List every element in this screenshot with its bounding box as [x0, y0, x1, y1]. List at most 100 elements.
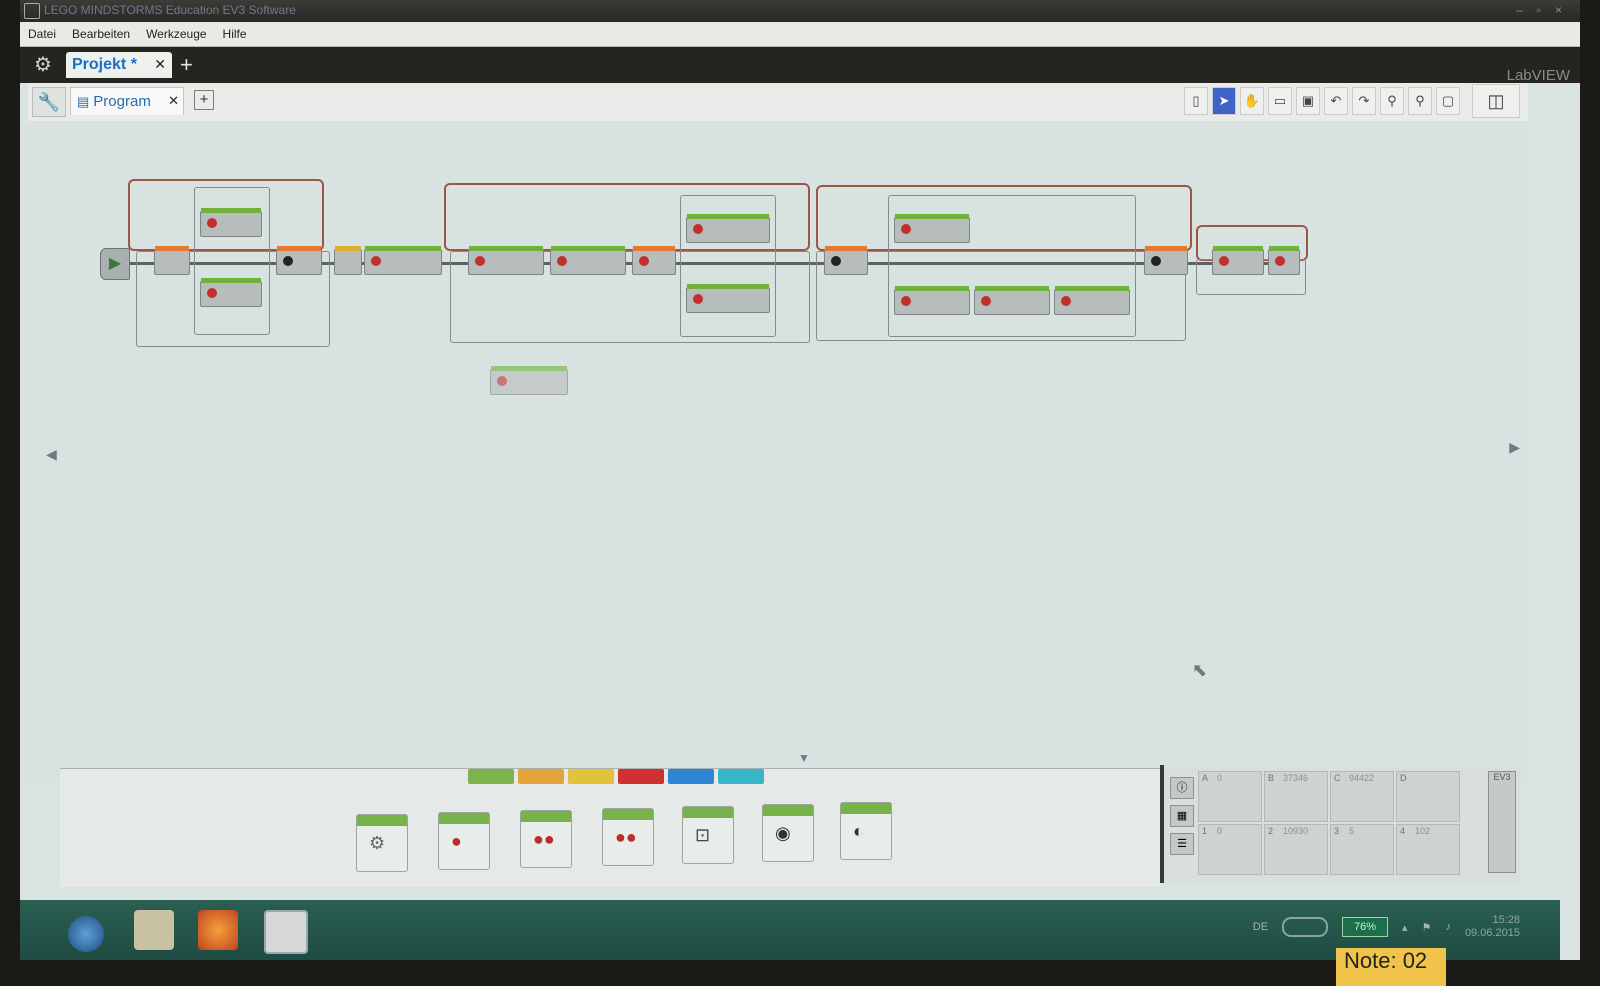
program-block[interactable]: [200, 278, 262, 307]
switch-case-box: [680, 195, 776, 337]
flag-icon[interactable]: ⚑: [1421, 921, 1432, 934]
ev3-brick-controls[interactable]: EV3: [1488, 771, 1516, 873]
menu-bearbeiten[interactable]: Bearbeiten: [72, 27, 131, 41]
program-block[interactable]: [550, 246, 626, 275]
medium-motor-block[interactable]: ⚙: [356, 814, 408, 872]
palette-tab-action[interactable]: [468, 769, 514, 784]
zoom-reset-icon[interactable]: ▢: [1436, 87, 1460, 115]
loop-frame[interactable]: [444, 183, 810, 251]
brick-status-light-block[interactable]: ◐: [840, 802, 892, 860]
program-block[interactable]: [200, 208, 262, 237]
program-block[interactable]: [1268, 246, 1300, 275]
lobby-gear-icon[interactable]: ⚙: [34, 54, 52, 76]
large-motor-block[interactable]: ●: [438, 812, 490, 870]
window-title: LEGO MINDSTORMS Education EV3 Software: [44, 3, 296, 17]
firefox-icon[interactable]: [198, 910, 238, 950]
content-editor-icon[interactable]: ▭: [1268, 87, 1292, 115]
menu-werkzeuge[interactable]: Werkzeuge: [146, 27, 207, 41]
ev3-software-taskbar-icon[interactable]: [264, 910, 308, 954]
program-tab[interactable]: ▤ Program ✕: [70, 87, 184, 115]
program-block[interactable]: [894, 214, 970, 243]
app-icon: [24, 3, 40, 19]
program-block[interactable]: [1212, 246, 1264, 275]
start-block-play-icon[interactable]: ▶: [100, 248, 130, 280]
clock-time: 15:28: [1492, 914, 1520, 926]
volume-icon[interactable]: ♪: [1445, 921, 1451, 933]
program-block[interactable]: [686, 284, 770, 313]
scroll-right-icon[interactable]: ▶: [1509, 439, 1520, 455]
zoom-out-icon[interactable]: ⚲: [1380, 87, 1404, 115]
program-icon: ▤: [77, 93, 90, 109]
program-block[interactable]: [364, 246, 442, 275]
project-tab-label: Projekt *: [72, 56, 137, 73]
window-controls: – ▫ ×: [1516, 3, 1562, 17]
pan-hand-icon[interactable]: ✋: [1240, 87, 1264, 115]
maximize-icon[interactable]: ▫: [1536, 3, 1541, 17]
file-explorer-icon[interactable]: [134, 910, 174, 950]
project-properties-wrench-icon[interactable]: 🔧: [32, 87, 66, 117]
close-icon[interactable]: ×: [1554, 3, 1562, 17]
palette-tab-sensor[interactable]: [568, 769, 614, 784]
program-block[interactable]: [974, 286, 1050, 315]
program-block[interactable]: [154, 246, 190, 275]
programming-canvas[interactable]: ▶: [28, 121, 1528, 781]
program-block[interactable]: [824, 246, 868, 275]
move-tank-block[interactable]: ●●: [602, 808, 654, 866]
note-sticker: Note: 02: [1336, 948, 1446, 986]
hardware-tabs: ⓘ ▦ ☰: [1170, 777, 1194, 855]
save-icon[interactable]: ▣: [1296, 87, 1320, 115]
add-program-button[interactable]: +: [194, 90, 214, 110]
switch-frame[interactable]: [136, 251, 330, 347]
detached-program-block[interactable]: [490, 366, 568, 395]
window-titlebar: LEGO MINDSTORMS Education EV3 Software –…: [20, 0, 1580, 22]
canvas-tools: ▯ ➤ ✋ ▭ ▣ ↶ ↷ ⚲ ⚲ ▢ ◫: [1184, 84, 1520, 118]
loop-frame[interactable]: [816, 185, 1192, 251]
port-view-icon[interactable]: ▦: [1170, 805, 1194, 827]
program-block[interactable]: [632, 246, 676, 275]
redo-icon[interactable]: ↷: [1352, 87, 1376, 115]
add-project-button[interactable]: +: [180, 52, 193, 77]
program-block[interactable]: [334, 246, 362, 275]
select-pointer-icon[interactable]: ➤: [1212, 87, 1236, 115]
comment-icon[interactable]: ▯: [1184, 87, 1208, 115]
content-editor-panel-icon[interactable]: ◫: [1472, 84, 1520, 118]
program-block[interactable]: [686, 214, 770, 243]
sound-block[interactable]: ◉: [762, 804, 814, 862]
clock[interactable]: 15:28 09.06.2015: [1465, 914, 1520, 940]
palette-tab-data[interactable]: [618, 769, 664, 784]
touch-keyboard-icon[interactable]: [1282, 917, 1329, 937]
labview-label: LabVIEW: [1506, 67, 1570, 84]
menu-hilfe[interactable]: Hilfe: [222, 27, 247, 41]
palette-tab-advanced[interactable]: [668, 769, 714, 784]
menu-datei[interactable]: Datei: [28, 27, 57, 41]
program-block[interactable]: [1144, 246, 1188, 275]
move-steering-block[interactable]: ●●: [520, 810, 572, 868]
battery-indicator[interactable]: 76%: [1342, 917, 1389, 937]
undo-icon[interactable]: ↶: [1324, 87, 1348, 115]
scroll-left-icon[interactable]: ◀: [46, 446, 57, 462]
minimize-icon[interactable]: –: [1516, 3, 1523, 17]
available-bricks-icon[interactable]: ☰: [1170, 833, 1194, 855]
program-tab-close-icon[interactable]: ✕: [168, 93, 179, 108]
loop-frame[interactable]: [128, 179, 324, 251]
palette-tab-myblocks[interactable]: [718, 769, 764, 784]
project-tab-close-icon[interactable]: ✕: [154, 56, 166, 72]
program-block[interactable]: [468, 246, 544, 275]
language-indicator[interactable]: DE: [1252, 921, 1269, 933]
program-block[interactable]: [1054, 286, 1130, 315]
palette-tab-flow[interactable]: [518, 769, 564, 784]
program-block[interactable]: [894, 286, 970, 315]
zoom-in-icon[interactable]: ⚲: [1408, 87, 1432, 115]
windows-taskbar: DE 76% ▴ ⚑ ♪ 15:28 09.06.2015: [20, 900, 1560, 960]
tray-expand-icon[interactable]: ▴: [1402, 921, 1408, 934]
display-block[interactable]: ⊡: [682, 806, 734, 864]
program-block[interactable]: [276, 246, 322, 275]
brick-info-icon[interactable]: ⓘ: [1170, 777, 1194, 799]
project-tab[interactable]: Projekt * ✕: [66, 52, 172, 78]
windows-start-icon[interactable]: [68, 916, 104, 952]
palette-collapse-icon[interactable]: ▼: [798, 751, 810, 765]
